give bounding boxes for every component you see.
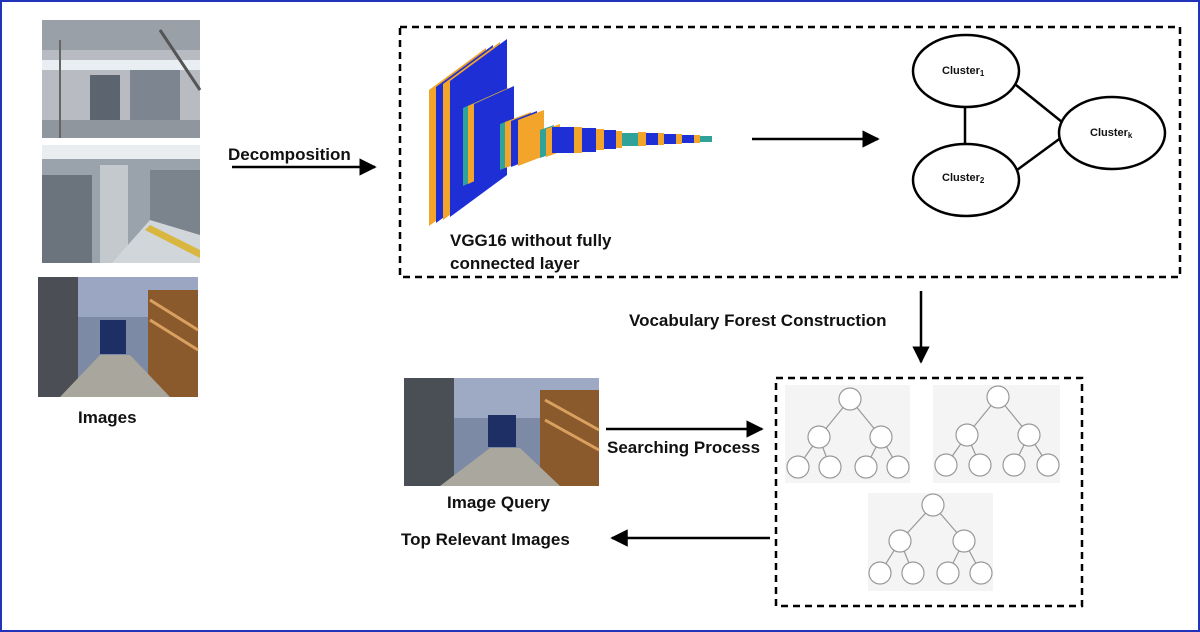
vgg-block-5	[596, 129, 712, 150]
vgg16-layer-stack	[429, 39, 712, 226]
feature-extraction-box	[398, 25, 1182, 279]
photo-2	[42, 145, 200, 263]
cluster-k-node	[1057, 95, 1167, 171]
searching-process-label: Searching Process	[607, 438, 761, 457]
cluster-1-node	[911, 33, 1021, 109]
vocabulary-forest-box	[774, 376, 1084, 608]
query-photo	[404, 378, 600, 486]
top-relevant-label: Top Relevant Images	[401, 530, 570, 549]
vocab-tree-3	[868, 493, 993, 591]
cluster-graph: Cluster1 Cluster2 Clusterk	[911, 33, 1167, 218]
image-query-label: Image Query	[447, 493, 550, 512]
vgg-label-line-2: connected layer	[450, 254, 580, 273]
cluster-1-label: Cluster1	[942, 65, 985, 78]
images-label: Images	[78, 408, 137, 427]
vocab-tree-2	[933, 385, 1060, 483]
decomposition-label: Decomposition	[228, 145, 351, 164]
cluster-k-label: Clusterk	[1090, 127, 1133, 140]
vgg-label-line-1: VGG16 without fully	[450, 231, 612, 250]
vocab-tree-1	[785, 385, 910, 483]
vgg-block-2	[463, 86, 514, 186]
vocab-forest-label: Vocabulary Forest Construction	[629, 311, 887, 330]
photo-1	[42, 20, 202, 138]
vgg-block-3	[500, 110, 544, 170]
cluster-2-node	[911, 142, 1021, 218]
photo-3	[38, 277, 199, 397]
cluster-2-label: Cluster2	[942, 172, 985, 185]
vgg-block-4	[540, 124, 596, 158]
